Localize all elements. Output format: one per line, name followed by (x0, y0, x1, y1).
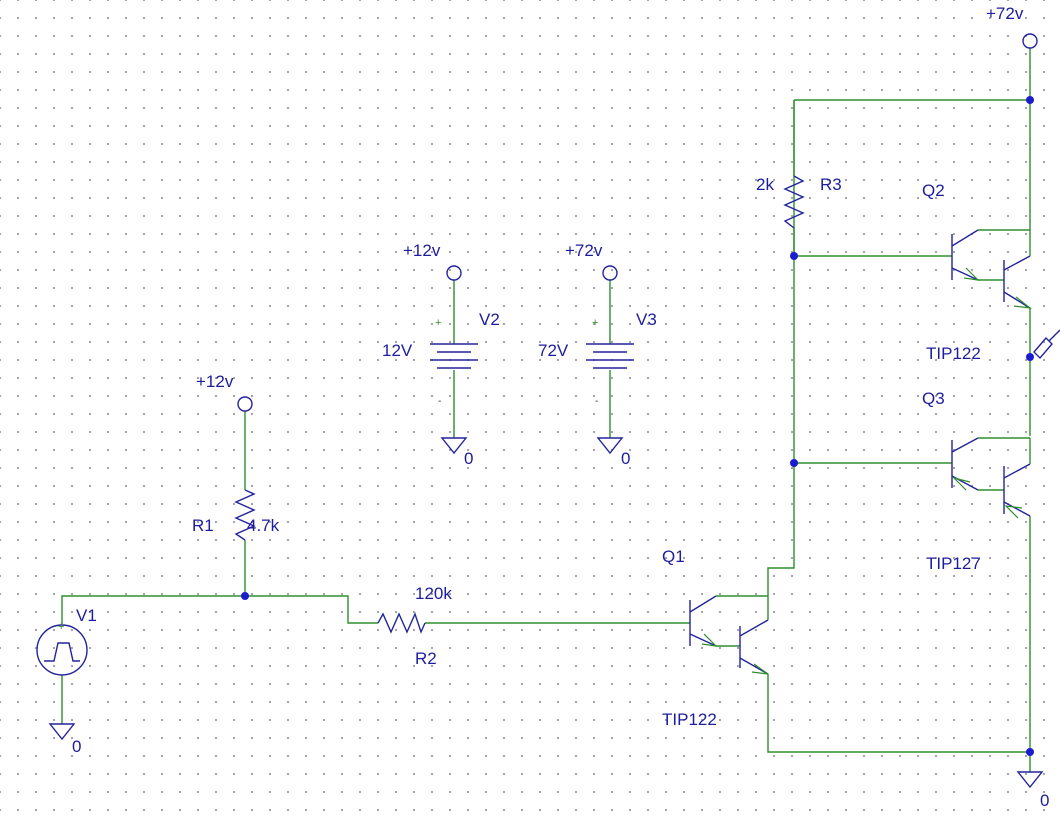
q2-emitter-arrow-2 (1013, 296, 1033, 309)
battery-v2 (430, 343, 478, 369)
resistor-r2-symbol (377, 612, 426, 634)
resistor-r2 (377, 612, 426, 634)
v2-rail-label: +12v (403, 241, 441, 260)
transistor-q1 (664, 595, 769, 675)
wire-q1-emitter (767, 674, 1030, 753)
r1-supply-label: +12v (196, 372, 234, 391)
wire-q1-collector (767, 100, 795, 596)
q1-name-label: Q1 (662, 547, 685, 566)
v2-plus-sign: + (435, 317, 441, 329)
transistor-q2 (951, 228, 1033, 309)
terminal-top-supply (1022, 33, 1038, 49)
junction-dot (790, 459, 798, 467)
junction-dot (790, 252, 798, 260)
q3-emitter-arrow-2 (1004, 505, 1023, 519)
v3-value-label: 72V (538, 341, 569, 360)
resistor-r1-symbol (234, 489, 256, 541)
q2-part-label: TIP122 (926, 344, 981, 363)
v3-ground-label: 0 (621, 449, 630, 468)
labels: +72v +12v +72v V2 V3 12V 72V 0 0 +12v R1… (72, 4, 1049, 810)
q2-name-label: Q2 (922, 181, 945, 200)
transistor-q3 (951, 437, 1031, 519)
r2-value-label: 120k (415, 584, 452, 603)
pulse-source-circle (36, 624, 88, 676)
v3-minus-sign: - (595, 396, 598, 407)
v3-name-label: V3 (636, 310, 657, 329)
r3-value-label: 2k (756, 175, 774, 194)
terminal-r1-supply (237, 396, 253, 412)
q1-emitter-arrow-2 (751, 663, 769, 675)
junction-dot (1026, 96, 1034, 104)
junction-dot (1026, 353, 1034, 361)
battery-v3 (586, 343, 634, 369)
q3-part-label: TIP127 (926, 554, 981, 573)
junctions (241, 96, 1034, 756)
r2-name-label: R2 (415, 649, 437, 668)
q3-emitter-arrow-1 (952, 476, 971, 491)
terminal-v2-supply (446, 265, 462, 281)
output-probe-icon (1033, 329, 1060, 360)
v1-name-label: V1 (76, 606, 97, 625)
v1-plus-sign: + (58, 621, 64, 633)
ground-icon (596, 437, 624, 455)
r1-value-label: 4.7k (247, 516, 280, 535)
terminal-v3-supply (602, 265, 618, 281)
v3-plus-sign: + (592, 317, 598, 329)
supply-terminals (237, 33, 1038, 412)
wire-v1-to-node (61, 595, 378, 624)
resistor-r3-symbol (783, 175, 805, 229)
ground-symbols (48, 437, 1044, 789)
junction-dot (1026, 748, 1034, 756)
top-supply-label: +72v (986, 4, 1024, 23)
wires (61, 48, 1031, 772)
ground-icon (440, 437, 468, 455)
pulse-waveform-icon (44, 642, 80, 662)
resistor-r1 (234, 489, 256, 541)
q1-part-label: TIP122 (662, 710, 717, 729)
junction-dot (241, 592, 249, 600)
q3-name-label: Q3 (922, 389, 945, 408)
v2-value-label: 12V (382, 341, 413, 360)
v2-minus-sign: - (438, 396, 441, 407)
ground-icon (1016, 771, 1044, 789)
r3-name-label: R3 (820, 175, 842, 194)
source-v1: + (36, 621, 88, 676)
ground-icon (48, 723, 76, 741)
r1-name-label: R1 (192, 516, 214, 535)
v2-ground-label: 0 (464, 449, 473, 468)
v3-rail-label: +72v (565, 241, 603, 260)
v1-ground-label: 0 (72, 737, 81, 756)
output-ground-label: 0 (1040, 791, 1049, 810)
v2-name-label: V2 (479, 310, 500, 329)
resistor-r3 (783, 175, 805, 256)
